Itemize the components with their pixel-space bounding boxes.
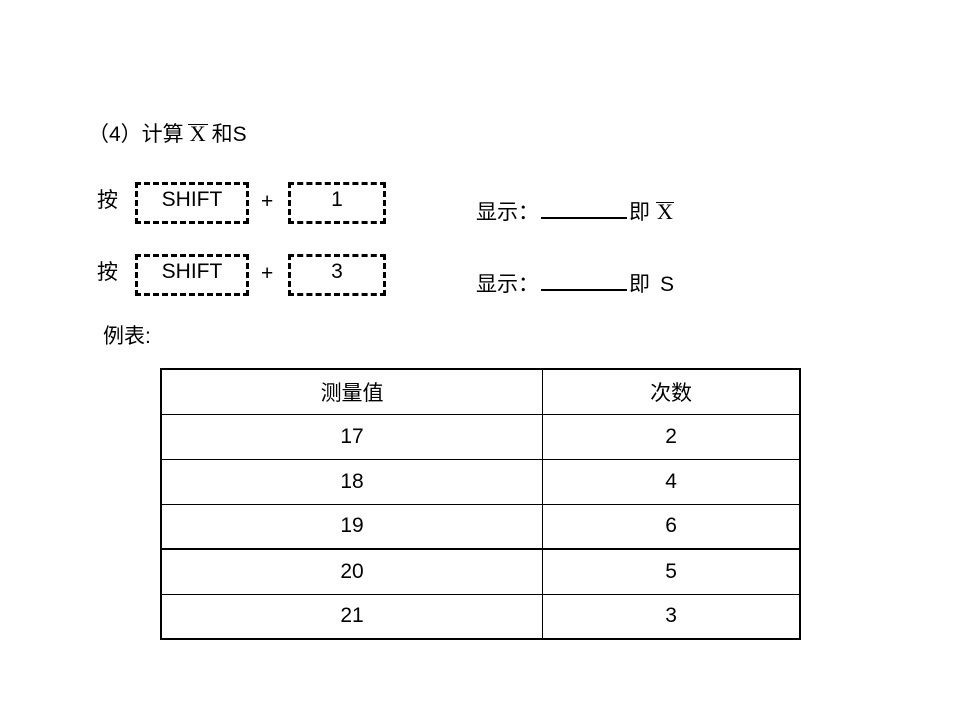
table-header-row: 测量值 次数 <box>160 368 801 415</box>
plus-sign-2: + <box>261 262 274 285</box>
press-label-2: 按 <box>97 261 118 284</box>
table-row: 19 6 <box>160 503 801 550</box>
cell-value: 18 <box>160 458 544 505</box>
table-row: 18 4 <box>160 458 801 505</box>
cell-count: 4 <box>542 458 801 505</box>
table-row: 17 2 <box>160 413 801 460</box>
heading-prefix: （4）计算 <box>88 123 184 146</box>
x-bar-result: X <box>656 199 674 224</box>
cell-count: 2 <box>542 413 801 460</box>
digit-key-label: 1 <box>331 188 343 211</box>
cell-count: 6 <box>542 503 801 550</box>
frequency-table: 测量值 次数 17 2 18 4 19 6 20 5 21 3 <box>160 368 801 640</box>
cell-count: 5 <box>542 548 801 595</box>
cell-value: 17 <box>160 413 544 460</box>
display-label: 显示： <box>476 273 539 296</box>
example-table-label: 例表: <box>103 325 151 348</box>
cell-count: 3 <box>542 593 801 640</box>
header-measured-value: 测量值 <box>160 368 544 415</box>
answer-blank-1 <box>541 197 627 219</box>
plus-sign-1: + <box>261 190 274 213</box>
cell-value: 20 <box>160 548 544 595</box>
digit-key-label: 3 <box>331 260 343 283</box>
press-label-1: 按 <box>97 189 118 212</box>
x-bar-symbol: X <box>187 121 208 146</box>
shift-key-label: SHIFT <box>161 188 223 211</box>
header-count: 次数 <box>542 368 801 415</box>
answer-blank-2 <box>541 269 627 291</box>
heading-suffix: 和S <box>211 123 247 146</box>
s-result: S <box>660 273 675 296</box>
means-label: 即 <box>629 201 650 224</box>
cell-value: 21 <box>160 593 544 640</box>
cell-value: 19 <box>160 503 544 550</box>
shift-key-2: SHIFT <box>135 254 249 296</box>
table-row: 21 3 <box>160 593 801 640</box>
means-label: 即 <box>629 273 650 296</box>
table-row: 20 5 <box>160 548 801 595</box>
shift-key-1: SHIFT <box>135 182 249 224</box>
display-label: 显示： <box>476 201 539 224</box>
digit-key-2: 3 <box>288 254 386 296</box>
shift-key-label: SHIFT <box>161 260 223 283</box>
digit-key-1: 1 <box>288 182 386 224</box>
